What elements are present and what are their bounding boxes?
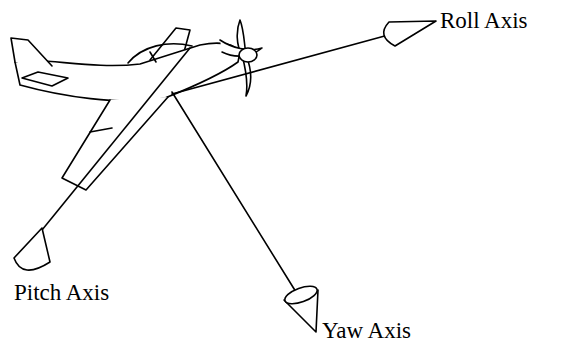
- vertical-tail: [11, 38, 52, 66]
- axis-label: Pitch Axis: [14, 280, 109, 305]
- yaw-axis-line: [172, 92, 296, 292]
- roll-axis-cone: [384, 21, 436, 46]
- yaw-axis-cone-base: [283, 283, 320, 308]
- roll-axis-line: [172, 34, 392, 94]
- spinner: [239, 48, 257, 62]
- wing-detail: [90, 128, 112, 132]
- axis-label: Roll Axis: [440, 8, 528, 33]
- pitch-axis-line: [42, 48, 190, 230]
- canopy: [128, 44, 192, 63]
- axis-label: Yaw Axis: [322, 318, 411, 343]
- horizontal-tail: [22, 72, 68, 86]
- canopy-frame: [150, 52, 156, 62]
- pitch-axis-cone: [14, 228, 50, 270]
- near-wing: [62, 97, 168, 190]
- fuselage: [15, 43, 240, 101]
